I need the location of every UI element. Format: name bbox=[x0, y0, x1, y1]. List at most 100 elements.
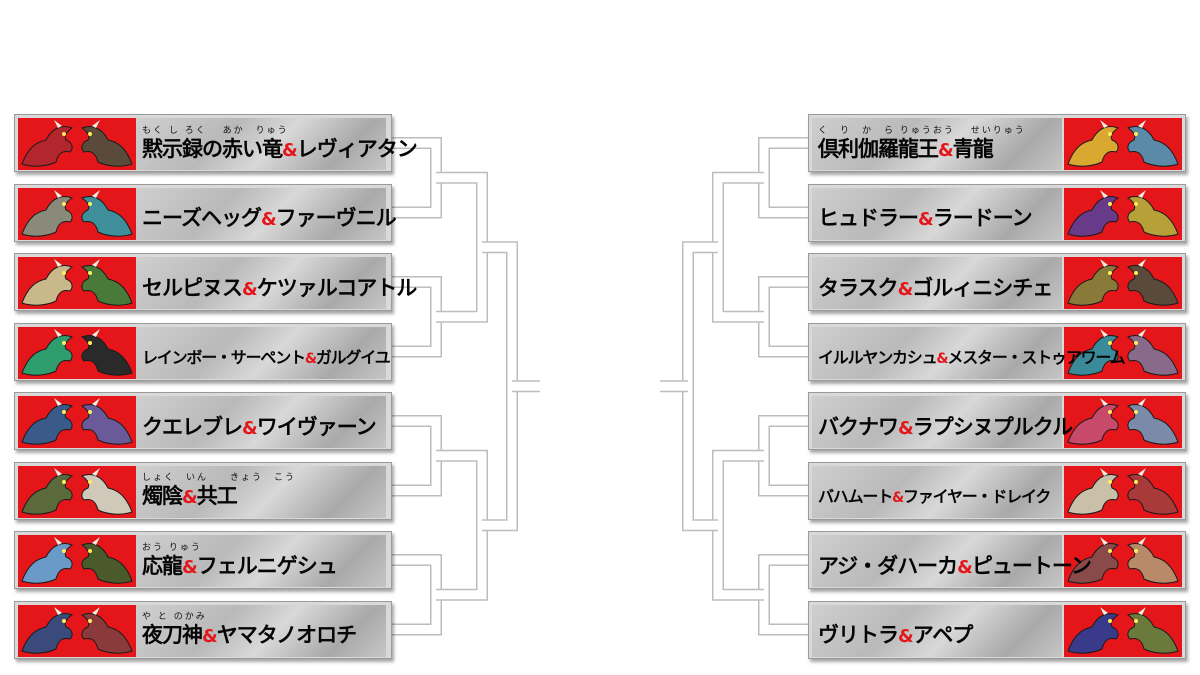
monster-thumbnails bbox=[18, 535, 136, 587]
monster-portrait-icon bbox=[18, 604, 77, 657]
matchup-names: しょく いん きょう こう燭陰&共工 bbox=[136, 465, 386, 518]
monster-portrait-icon bbox=[1123, 465, 1182, 518]
matchup-title: ヒュドラー&ラードーン bbox=[818, 206, 1056, 232]
monster-thumbnail-1 bbox=[18, 118, 77, 170]
monster-portrait-icon bbox=[1123, 326, 1182, 379]
monster-portrait-icon bbox=[1123, 604, 1182, 657]
ampersand: & bbox=[182, 487, 198, 508]
matchup-plate-left-3: セルピヌス&ケツァルコアトル bbox=[14, 253, 417, 311]
monster-thumbnail-2 bbox=[1123, 187, 1182, 240]
furigana-reading: しょく いん きょう こう bbox=[142, 473, 297, 483]
bracket-left-r2-0 bbox=[436, 173, 487, 322]
monster-portrait-icon bbox=[18, 535, 77, 587]
matchup-title: 倶利伽羅龍王&青龍 bbox=[818, 137, 1056, 163]
matchup-plate-right-8: ヴリトラ&アペプ bbox=[808, 600, 1186, 659]
monster-name-a: バクナワ bbox=[818, 414, 899, 439]
monster-name-a: 倶利伽羅龍王 bbox=[818, 136, 939, 161]
ampersand: & bbox=[918, 209, 934, 230]
bracket-line-shadow bbox=[436, 171, 488, 323]
ampersand: & bbox=[202, 626, 218, 647]
monster-thumbnail-1 bbox=[18, 535, 77, 587]
monster-name-b: 青龍 bbox=[952, 136, 994, 161]
monster-name-a: 夜刀神 bbox=[142, 623, 203, 647]
monster-thumbnail-2 bbox=[1123, 465, 1182, 518]
monster-name-b: ガルグイユ bbox=[315, 347, 391, 367]
monster-thumbnail-1 bbox=[18, 326, 77, 379]
monster-thumbnail-2 bbox=[77, 326, 136, 379]
matchup-title: 燭陰&共工 bbox=[142, 484, 380, 510]
monster-thumbnails bbox=[18, 257, 136, 309]
monster-name-b: ファーヴニル bbox=[275, 206, 397, 230]
monster-name-a: ヴリトラ bbox=[818, 623, 899, 647]
monster-portrait-icon bbox=[77, 465, 136, 518]
monster-thumbnail-2 bbox=[77, 118, 136, 170]
monster-name-b: ケツァルコアトル bbox=[256, 275, 418, 300]
monster-thumbnail-1 bbox=[18, 465, 77, 518]
monster-name-b: 共工 bbox=[196, 484, 238, 508]
matchup-title: イルルヤンカシュ&メスター・ストゥアワーム bbox=[818, 346, 1126, 371]
monster-thumbnail-2 bbox=[77, 257, 136, 309]
monster-name-a: ヒュドラー bbox=[818, 206, 919, 230]
monster-portrait-icon bbox=[1123, 187, 1182, 240]
matchup-names: アジ・ダハーカ&ピュートーン bbox=[812, 535, 1092, 587]
monster-thumbnail-1 bbox=[18, 604, 77, 657]
matchup-names: セルピヌス&ケツァルコアトル bbox=[136, 257, 417, 309]
monster-name-b: ピュートーン bbox=[971, 553, 1092, 578]
monster-portrait-icon bbox=[18, 257, 77, 309]
matchup-names: や と のかみ夜刀神&ヤマタノオロチ bbox=[136, 604, 386, 657]
bracket-left-r1-3 bbox=[392, 555, 441, 634]
monster-thumbnail-2 bbox=[1123, 326, 1182, 379]
monster-name-a: 燭陰 bbox=[142, 484, 183, 508]
monster-name-a: クエレブレ bbox=[142, 414, 243, 439]
furigana-reading bbox=[818, 612, 1056, 623]
ampersand: & bbox=[957, 556, 973, 578]
matchup-plate-right-6: バハムート&ファイヤー・ドレイク bbox=[808, 461, 1186, 520]
monster-portrait-icon bbox=[18, 396, 77, 448]
matchup-title: ニーズヘッグ&ファーヴニル bbox=[142, 206, 397, 232]
monster-portrait-icon bbox=[77, 396, 136, 448]
bracket-line-shadow bbox=[758, 137, 808, 219]
monster-thumbnail-1 bbox=[1064, 396, 1123, 448]
monster-thumbnail-1 bbox=[1064, 465, 1123, 518]
furigana-reading bbox=[142, 195, 380, 206]
monster-name-b: フェルニゲシュ bbox=[196, 553, 338, 578]
matchup-names: もく し ろく あか りゅう黙示録の赤い竜&レヴィアタン bbox=[136, 118, 418, 170]
matchup-plate-left-6: しょく いん きょう こう燭陰&共工 bbox=[14, 461, 392, 520]
matchup-plate-left-4: レインボー・サーペント&ガルグイユ bbox=[14, 322, 392, 381]
matchup-plate-left-8: や と のかみ夜刀神&ヤマタノオロチ bbox=[14, 600, 392, 659]
monster-name-a: アジ・ダハーカ bbox=[818, 553, 958, 578]
ampersand: & bbox=[936, 350, 948, 367]
furigana-reading: や と のかみ bbox=[142, 612, 207, 622]
matchup-title: バハムート&ファイヤー・ドレイク bbox=[818, 485, 1056, 510]
monster-thumbnails bbox=[1064, 326, 1182, 379]
matchup-title: 夜刀神&ヤマタノオロチ bbox=[142, 623, 380, 649]
monster-portrait-icon bbox=[1064, 535, 1123, 587]
monster-name-a: 応龍 bbox=[142, 553, 183, 578]
monster-thumbnail-1 bbox=[1064, 118, 1123, 170]
monster-thumbnails bbox=[18, 396, 136, 448]
bracket-line-shadow bbox=[758, 554, 808, 636]
matchup-plate-right-4: イルルヤンカシュ&メスター・ストゥアワーム bbox=[808, 322, 1186, 381]
ampersand: & bbox=[282, 139, 298, 161]
monster-thumbnails bbox=[1064, 465, 1182, 518]
monster-name-b: アペプ bbox=[912, 623, 974, 647]
matchup-plate-right-1: く り か ら りゅうおう せいりゅう倶利伽羅龍王&青龍 bbox=[808, 114, 1186, 172]
matchup-names: バクナワ&ラプシヌプルクル bbox=[812, 396, 1073, 448]
ampersand: & bbox=[898, 626, 914, 647]
furigana-reading bbox=[818, 474, 1056, 485]
matchup-names: バハムート&ファイヤー・ドレイク bbox=[812, 465, 1062, 518]
furigana-reading bbox=[818, 265, 1056, 276]
furigana-reading: おう りゅう bbox=[142, 542, 202, 553]
matchup-names: ヒュドラー&ラードーン bbox=[812, 187, 1062, 240]
matchup-title: 応龍&フェルニゲシュ bbox=[142, 554, 380, 580]
bracket-right-r2-1 bbox=[713, 451, 764, 600]
monster-thumbnail-2 bbox=[1123, 535, 1182, 587]
monster-thumbnail-2 bbox=[1123, 257, 1182, 309]
bracket-right-r1-3 bbox=[759, 555, 808, 634]
monster-portrait-icon bbox=[1123, 396, 1182, 448]
bracket-right-r1-0 bbox=[759, 138, 808, 217]
furigana-reading bbox=[142, 404, 380, 415]
monster-thumbnail-1 bbox=[1064, 326, 1123, 379]
matchup-plate-right-2: ヒュドラー&ラードーン bbox=[808, 183, 1186, 242]
